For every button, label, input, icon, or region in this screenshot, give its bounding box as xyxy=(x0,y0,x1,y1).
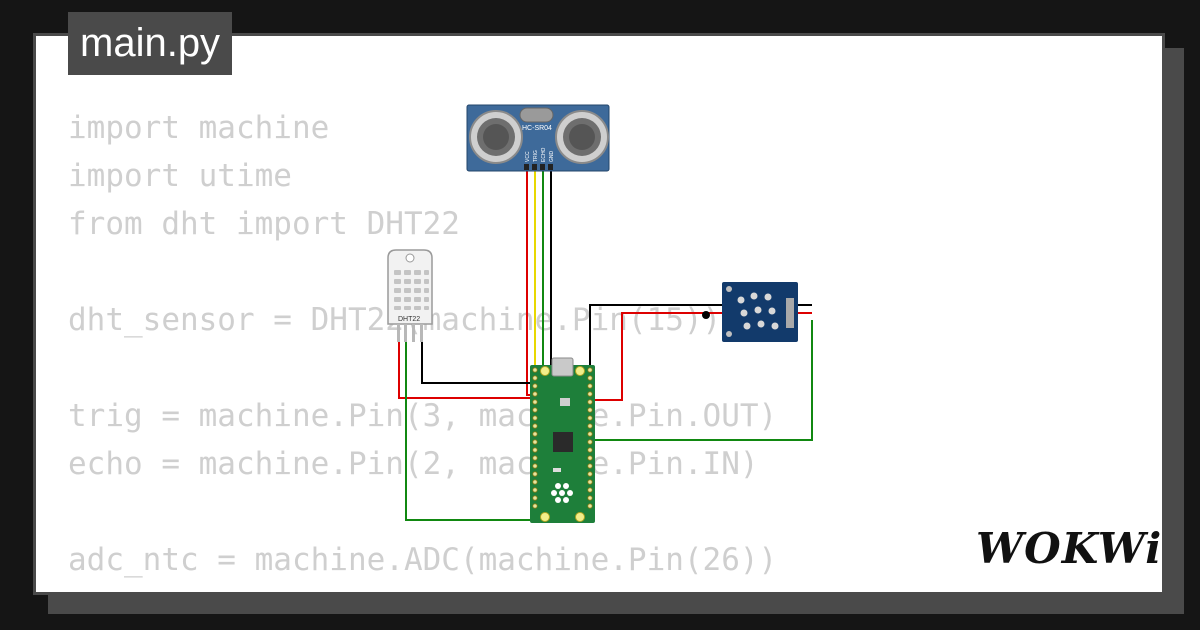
wire-junction xyxy=(702,311,710,319)
wire-module-signal xyxy=(592,320,813,441)
code-line: from dht import DHT22 xyxy=(68,206,460,242)
file-tab: main.py xyxy=(68,12,233,75)
code-line: trig = machine.Pin(3, machine.Pin.OUT) xyxy=(68,398,778,434)
code-line: adc_ntc = machine.ADC(machine.Pin(26)) xyxy=(68,542,778,578)
ultrasonic-pin-gnd: GND xyxy=(549,151,555,163)
code-line: vref = 3.3 xyxy=(68,584,777,592)
code-line: dht_sensor = DHT22(machine.Pin(15)) xyxy=(68,302,722,338)
code-line: echo = machine.Pin(2, machine.Pin.IN) xyxy=(68,446,759,482)
wires xyxy=(398,168,813,521)
ultrasonic-label: HC-SR04 xyxy=(522,125,552,132)
wire-dht-vcc xyxy=(398,340,532,399)
code-line: import machine xyxy=(68,110,330,146)
ultrasonic-sensor: HC-SR04 VCC TRIG ECHO GND xyxy=(466,104,610,172)
ntc-module xyxy=(722,282,798,342)
ultrasonic-pin-vcc: VCC xyxy=(525,151,531,162)
ultrasonic-pin-echo: ECHO xyxy=(541,147,547,162)
wire-ultrasonic-vcc xyxy=(526,168,531,396)
wire-dht-gnd xyxy=(421,340,532,384)
ultrasonic-pin-trig: TRIG xyxy=(533,150,539,162)
raspberry-pi-pico xyxy=(530,357,595,523)
code-line: import utime xyxy=(68,158,292,194)
dht22-label: DHT22 xyxy=(398,316,420,323)
dht22-sensor: DHT22 xyxy=(387,249,433,342)
wire-dht-data xyxy=(405,340,532,521)
wokwi-logo: WOKWi xyxy=(976,524,1163,573)
code-preview: import machine import utime from dht impor… xyxy=(68,104,778,592)
